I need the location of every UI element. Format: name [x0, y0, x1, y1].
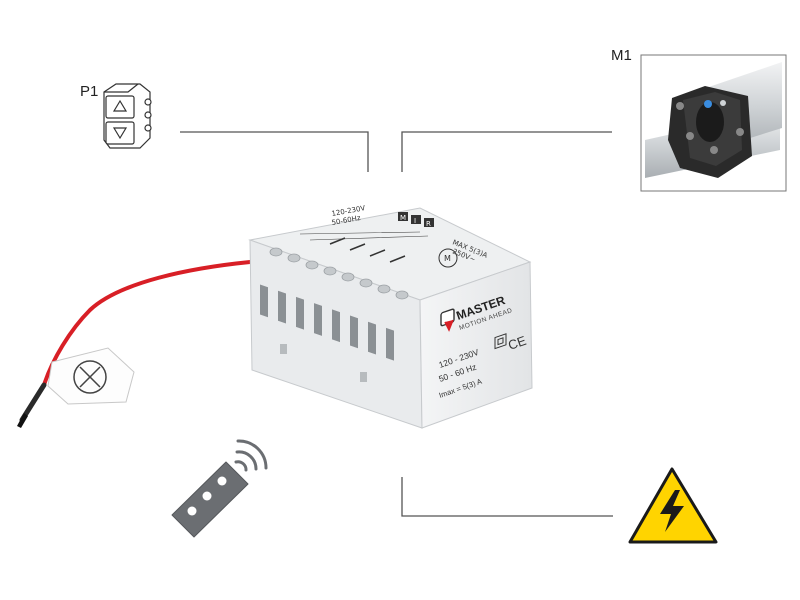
top-tab-i: I — [414, 217, 416, 225]
connection-lines — [180, 131, 613, 517]
line-to-m1 — [401, 131, 612, 172]
antenna-tag — [47, 347, 135, 405]
ce-mark: CE — [506, 333, 528, 353]
motor-symbol: M — [444, 254, 451, 263]
brand-logo — [440, 308, 455, 332]
high-voltage-warning-icon — [628, 467, 718, 544]
antenna-wire — [17, 260, 252, 428]
terminal-slots — [260, 284, 394, 361]
receiver-module: M I R 120-230V 50-60Hz MAX 5(3)A 250V~ M… — [248, 204, 533, 429]
top-tab-m: M — [400, 214, 406, 222]
label-m1: M1 — [611, 47, 632, 64]
top-tab-r: R — [426, 220, 431, 228]
line-to-p1 — [180, 131, 369, 172]
tubular-motor-icon — [640, 54, 787, 192]
device-right-face — [419, 261, 533, 429]
double-insulation-icon — [494, 333, 507, 350]
line-to-power — [401, 477, 613, 517]
terminal-screws — [269, 247, 409, 300]
up-down-switch-icon — [103, 83, 152, 149]
remote-control-icon — [171, 439, 268, 538]
label-p1: P1 — [80, 83, 99, 100]
